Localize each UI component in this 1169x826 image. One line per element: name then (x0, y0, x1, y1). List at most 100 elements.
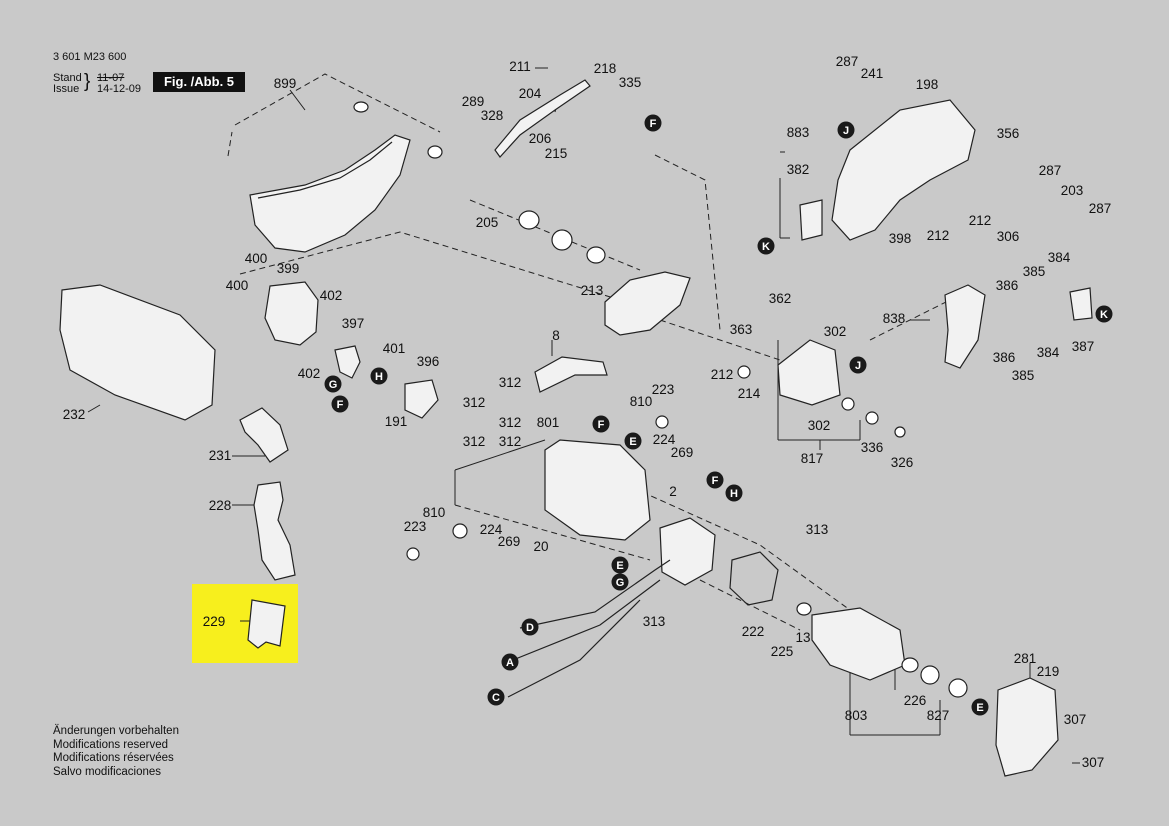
blade-guard-inner (257, 141, 393, 199)
date-brace: } (84, 71, 91, 92)
part-label-205: 205 (476, 215, 499, 230)
part-label-204: 204 (519, 86, 542, 101)
part-label-386: 386 (993, 350, 1016, 365)
part-label-302: 302 (808, 418, 831, 433)
upper-guard-198 (831, 99, 976, 241)
modifications-notes: Änderungen vorbehalten Modifications res… (53, 725, 179, 779)
callout-letter: E (629, 436, 636, 448)
chute-flap-229 (247, 599, 286, 649)
part-label-827: 827 (927, 708, 950, 723)
callout-k: K (757, 237, 775, 255)
lower-guard-bracket (264, 281, 319, 346)
part-label-312: 312 (463, 395, 486, 410)
part-label-363: 363 (730, 322, 753, 337)
callout-circle (592, 415, 610, 433)
part-label-384: 384 (1048, 250, 1071, 265)
part-label-269: 269 (498, 534, 521, 549)
part-label-312: 312 (499, 375, 522, 390)
part-label-302: 302 (824, 324, 847, 339)
callout-letter: F (337, 399, 344, 411)
callout-letter: C (492, 692, 500, 704)
latch-396 (404, 379, 439, 419)
callout-circle (521, 618, 539, 636)
upper-blade-guard (249, 134, 411, 253)
part-label-228: 228 (209, 498, 232, 513)
callout-letter: G (616, 577, 625, 589)
part-label-287: 287 (836, 54, 859, 69)
callout-circle (624, 432, 642, 450)
part-label-212: 212 (711, 367, 734, 382)
callout-g: G (611, 573, 629, 591)
mount-plate-817 (777, 339, 841, 406)
part-label-328: 328 (481, 108, 504, 123)
part-label-803: 803 (845, 708, 868, 723)
part-label-307: 307 (1082, 755, 1105, 770)
part-label-203: 203 (1061, 183, 1084, 198)
callout-letter: J (855, 360, 861, 372)
part-label-224: 224 (653, 432, 676, 447)
bearings-and-washers (353, 101, 968, 698)
callout-e: E (971, 698, 989, 716)
part-label-382: 382 (787, 162, 810, 177)
part-label-335: 335 (619, 75, 642, 90)
dust-bag (59, 284, 216, 421)
armature-803 (811, 607, 906, 681)
part-label-191: 191 (385, 414, 408, 429)
callout-e: E (611, 556, 629, 574)
issue-date: 14-12-09 (97, 83, 142, 95)
part-label-810: 810 (423, 505, 446, 520)
callout-f: F (592, 415, 610, 433)
callout-letter: A (506, 657, 514, 669)
callout-f: F (331, 395, 349, 413)
callout-letter: F (650, 118, 657, 130)
callout-circle (725, 484, 743, 502)
callout-letter: E (616, 560, 623, 572)
part-label-385: 385 (1023, 264, 1046, 279)
part-label-402: 402 (298, 366, 321, 381)
part-label-883: 883 (787, 125, 810, 140)
part-label-269: 269 (671, 445, 694, 460)
callout-k: K (1095, 305, 1113, 323)
callout-circle (706, 471, 724, 489)
callout-a: A (501, 653, 519, 671)
part-label-385: 385 (1012, 368, 1035, 383)
part-label-215: 215 (545, 146, 568, 161)
handle-838 (944, 284, 986, 369)
part-label-287: 287 (1089, 201, 1112, 216)
callout-h: H (370, 367, 388, 385)
part-label-899: 899 (274, 76, 297, 91)
callout-d: D (521, 618, 539, 636)
part-label-226: 226 (904, 693, 927, 708)
part-label-206: 206 (529, 131, 552, 146)
callout-j: J (837, 121, 855, 139)
callout-circle (837, 121, 855, 139)
wires (507, 559, 671, 698)
callout-circle (849, 356, 867, 374)
callout-circle (757, 237, 775, 255)
part-label-398: 398 (889, 231, 912, 246)
part-label-362: 362 (769, 291, 792, 306)
dust-chute (253, 481, 296, 581)
switch-plate-883 (799, 199, 823, 241)
callout-letter: F (712, 475, 719, 487)
part-label-13: 13 (795, 630, 810, 645)
doc-number: 3 601 M23 600 (53, 51, 127, 63)
part-label-289: 289 (462, 94, 485, 109)
part-label-231: 231 (209, 448, 232, 463)
callout-e: E (624, 432, 642, 450)
end-bell-219 (995, 677, 1059, 777)
part-label-400: 400 (245, 251, 268, 266)
callout-f: F (706, 471, 724, 489)
callout-letter: E (976, 702, 983, 714)
part-label-810: 810 (630, 394, 653, 409)
part-label-212: 212 (969, 213, 992, 228)
part-label-224: 224 (480, 522, 503, 537)
part-label-20: 20 (533, 539, 548, 554)
part-label-211: 211 (509, 59, 531, 74)
callout-circle (370, 367, 388, 385)
callout-letter: D (526, 622, 534, 634)
ring-222 (729, 551, 779, 606)
